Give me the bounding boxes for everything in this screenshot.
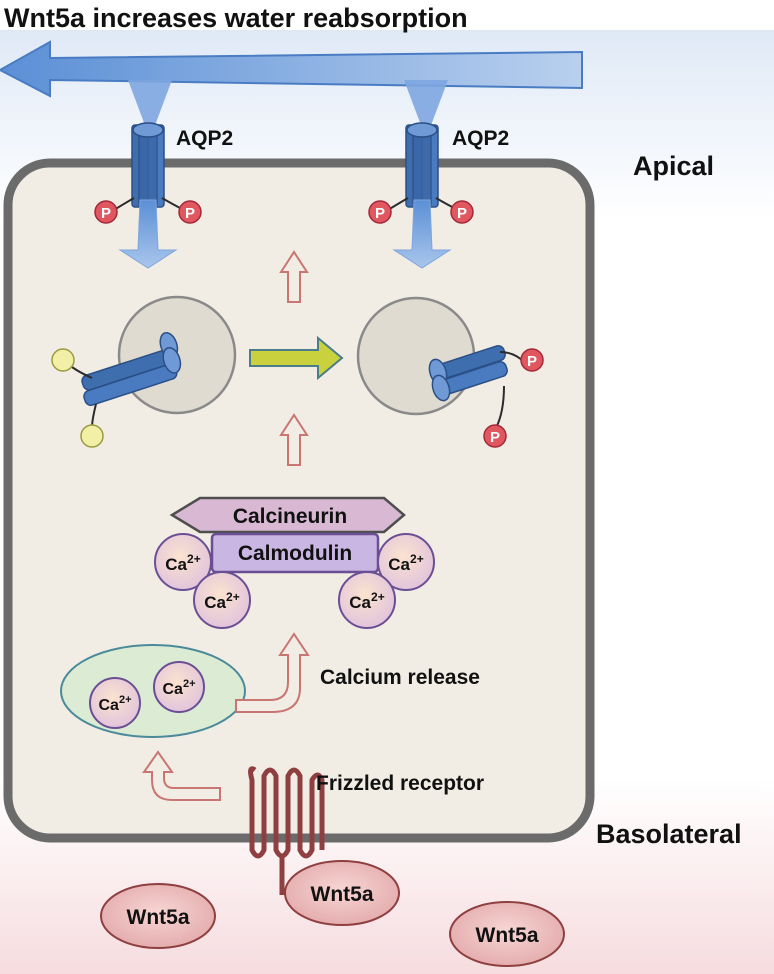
svg-text:Ca2+: Ca2+ [99,694,132,714]
svg-text:Wnt5a: Wnt5a [311,883,374,906]
svg-text:P: P [527,353,537,370]
aqp2-vesicle-phosphorylated [428,345,525,429]
calcium-ion: Ca2+ [153,661,205,713]
svg-text:P: P [457,205,467,222]
receptor-signal-arrow [142,750,221,801]
water-entry-arrow-left [118,199,178,269]
svg-text:Ca2+: Ca2+ [204,590,239,612]
aqp2-channel-right [405,122,439,208]
svg-text:Wnt5a: Wnt5a [476,924,539,947]
svg-text:Ca2+: Ca2+ [349,590,384,612]
phosphate-badge: P [450,200,474,224]
calcium-ion: Ca2+ [377,533,435,591]
calcineurin-label: Calcineurin [233,505,347,528]
aqp2-channel-left [131,122,165,208]
vesicle-right [356,296,476,416]
wnt5a-ligand: Wnt5a [449,901,565,967]
svg-text:Ca2+: Ca2+ [165,552,200,574]
water-entry-arrow-right [392,199,452,269]
calcium-ion: Ca2+ [154,533,212,591]
calmodulin-label: Calmodulin [238,542,352,565]
trafficking-arrow-top [279,250,309,303]
svg-text:P: P [375,205,385,222]
svg-text:P: P [185,205,195,222]
calcium-ion: Ca2+ [338,571,396,629]
svg-text:Ca2+: Ca2+ [163,678,196,698]
phosphate-badge: P [368,200,392,224]
apical-label: Apical [633,151,714,181]
phosphate-badge: P [483,424,507,448]
svg-text:P: P [101,205,111,222]
svg-text:Ca2+: Ca2+ [388,552,423,574]
svg-text:Wnt5a: Wnt5a [127,906,190,929]
aqp2-label-right: AQP2 [452,127,509,150]
svg-text:P: P [490,429,500,446]
frizzled-receptor [248,766,325,859]
calcineurin-shape [169,496,406,534]
diagram-title: Wnt5a increases water reabsorption [4,3,468,33]
wnt5a-ligand: Wnt5a [100,883,216,949]
water-funnel-right [404,80,448,128]
frizzled-receptor-label: Frizzled receptor [316,772,484,795]
phosphate-badge: P [94,200,118,224]
wnt5a-ligand: Wnt5a [284,860,400,926]
calmodulin-shape [210,532,380,574]
phosphate-badge: P [520,348,544,372]
phosphorylation-arrow [279,413,309,466]
calcium-ion: Ca2+ [193,571,251,629]
calcium-store [60,644,246,738]
basolateral-label: Basolateral [596,819,742,849]
phosphate-badge: P [178,200,202,224]
translocation-arrow [249,335,344,381]
water-funnel-left [128,80,172,128]
aqp2-label-left: AQP2 [176,127,233,150]
calcium-ion: Ca2+ [89,677,141,729]
calcium-release-arrow [235,632,310,713]
calcium-release-label: Calcium release [320,666,480,689]
aqp2-vesicle-unphosphorylated [51,331,182,448]
